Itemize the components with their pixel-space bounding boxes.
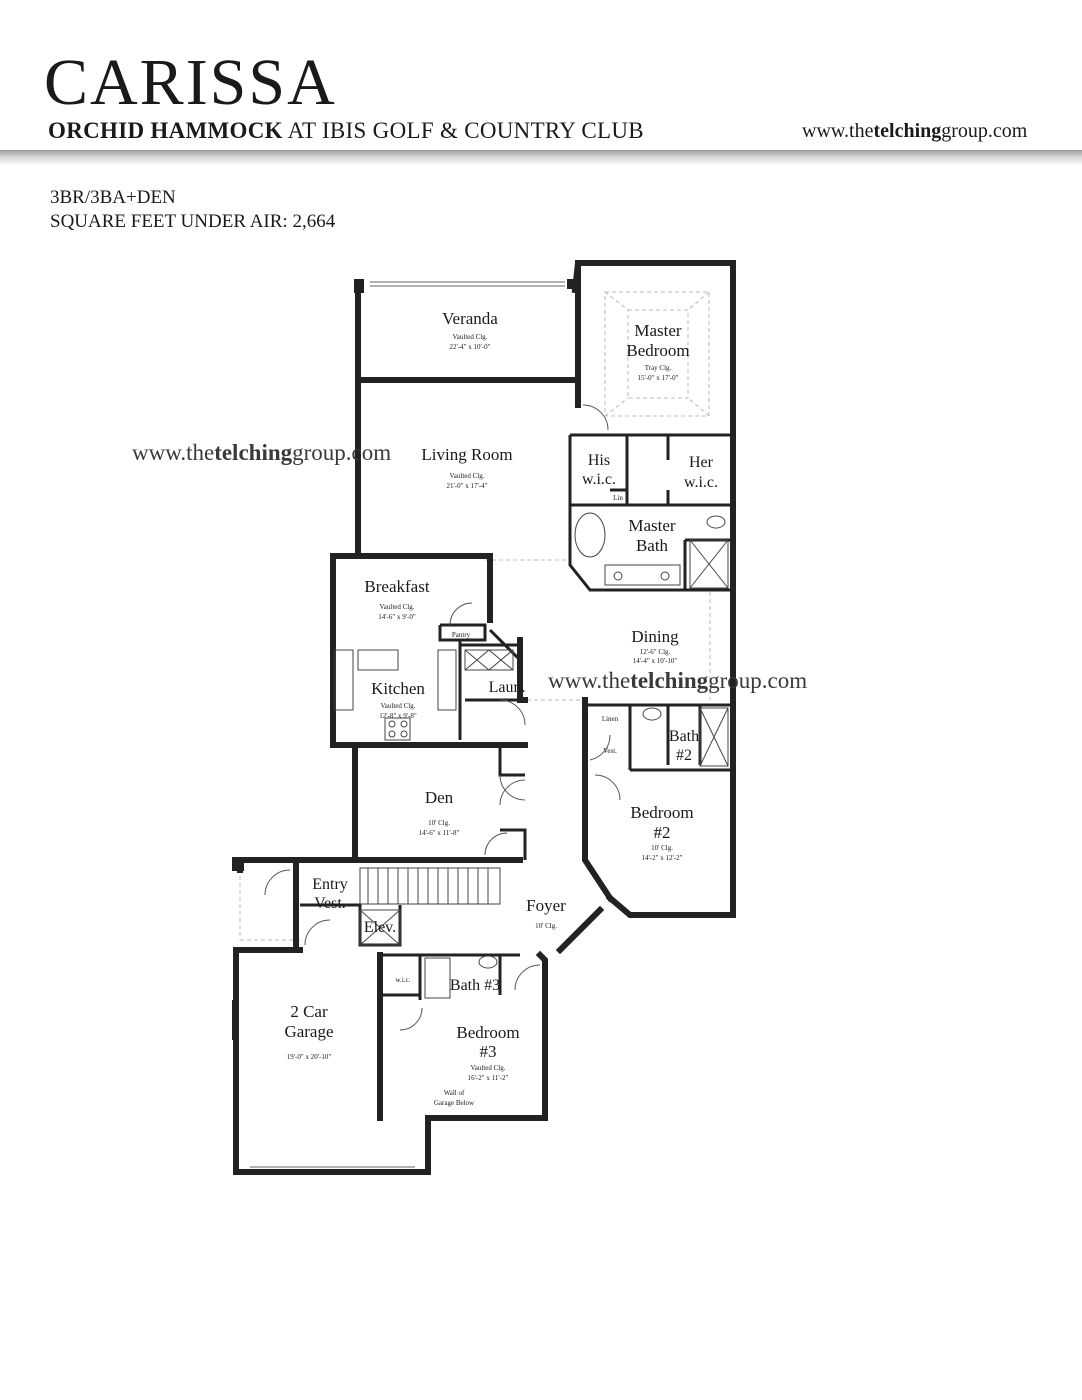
master-bath-label-1: Master [628, 516, 676, 535]
kitchen-ceiling: Vaulted Clg. [381, 702, 416, 710]
community-name: ORCHID HAMMOCK [48, 118, 283, 143]
den-ceiling: 10' Clg. [428, 819, 450, 827]
site-prefix: www.the [802, 120, 874, 142]
garage-size: 19'-0" x 20'-10" [287, 1053, 332, 1061]
garage-label-2: Garage [284, 1022, 333, 1041]
bath2-label-2: #2 [676, 747, 692, 764]
veranda-ceiling: Vaulted Clg. [453, 333, 488, 341]
site-suffix: group.com [941, 120, 1028, 142]
room-labels: Veranda Vaulted Clg. 22'-4" x 10'-0" Mas… [284, 309, 718, 1107]
bedroom3-size: 16'-2" x 11'-2" [468, 1074, 509, 1082]
her-wic-label-1: Her [689, 454, 714, 471]
foyer-label: Foyer [526, 896, 566, 915]
bedroom3-note-1: Wall of [444, 1089, 465, 1097]
pantry-label: Pantry [452, 631, 471, 639]
header-divider [0, 150, 1082, 166]
dashed-lines [239, 291, 711, 941]
bath2-label-1: Bath [669, 728, 699, 745]
bedroom3-note-2: Garage Below [434, 1099, 475, 1107]
master-bath-label-2: Bath [636, 536, 669, 555]
fixtures [334, 512, 729, 999]
living-room-size: 21'-0" x 17'-4" [447, 482, 488, 490]
foyer-ceiling: 10' Clg. [535, 922, 557, 930]
exterior-walls [233, 260, 736, 1175]
bedroom2-label-2: #2 [654, 823, 671, 842]
watermark-center: www.thetelchinggroup.com [548, 668, 807, 693]
plan-specs: 3BR/3BA+DEN SQUARE FEET UNDER AIR: 2,664 [50, 186, 335, 234]
veranda-size: 22'-4" x 10'-0" [450, 343, 491, 351]
site-brand: telching [873, 120, 942, 142]
beds-baths: 3BR/3BA+DEN [50, 187, 176, 208]
wic3-label: w.i.c. [396, 976, 411, 984]
watermark-center-brand: telching [630, 668, 708, 693]
watermark-left-brand: telching [214, 440, 292, 465]
bath3-label: Bath #3 [450, 977, 500, 994]
door-swings [264, 404, 621, 1031]
bedroom2-size: 14'-2" x 12'-2" [642, 854, 683, 862]
watermark-left-suffix: group.com [292, 440, 391, 465]
master-bedroom-size: 15'-0" x 17'-0" [638, 374, 679, 382]
square-feet: SQUARE FEET UNDER AIR: 2,664 [50, 211, 336, 232]
his-wic-label-1: His [588, 452, 610, 469]
breakfast-ceiling: Vaulted Clg. [380, 603, 415, 611]
den-label: Den [425, 788, 454, 807]
dining-label: Dining [631, 627, 679, 646]
master-bedroom-ceiling: Tray Clg. [645, 364, 672, 372]
veranda-label: Veranda [442, 309, 498, 328]
her-wic-label-2: w.i.c. [684, 474, 718, 491]
entry-vest-label-2: Vest. [314, 895, 346, 912]
dining-ceiling: 12'-6" Clg. [640, 648, 671, 656]
header-website: www.thetelchinggroup.com [802, 120, 1027, 143]
watermark-center-prefix: www.the [548, 668, 630, 693]
lin-label: Lin [613, 494, 623, 502]
watermark-left-prefix: www.the [132, 440, 214, 465]
breakfast-label: Breakfast [364, 577, 429, 596]
master-bedroom-label-1: Master [634, 321, 682, 340]
bedroom3-label-1: Bedroom [456, 1023, 519, 1042]
elevator-label: Elev. [364, 919, 396, 936]
watermark-center-suffix: group.com [708, 668, 807, 693]
community-location: AT IBIS GOLF & COUNTRY CLUB [282, 118, 644, 143]
laundry-label: Laun. [489, 679, 526, 696]
dining-size: 14'-4" x 10'-10" [633, 657, 678, 665]
linen-label: Linen [602, 715, 619, 723]
entry-vest-label-1: Entry [312, 876, 348, 893]
living-room-ceiling: Vaulted Clg. [450, 472, 485, 480]
den-size: 14'-6" x 11'-8" [419, 829, 460, 837]
his-wic-label-2: w.i.c. [582, 471, 616, 488]
bedroom3-ceiling: Vaulted Clg. [471, 1064, 506, 1072]
community-subtitle: ORCHID HAMMOCK AT IBIS GOLF & COUNTRY CL… [48, 118, 644, 144]
bedroom2-label-1: Bedroom [630, 803, 693, 822]
vest-label: Vest. [603, 747, 617, 755]
bedroom3-label-2: #3 [480, 1042, 497, 1061]
kitchen-label: Kitchen [371, 679, 425, 698]
bedroom2-ceiling: 10' Clg. [651, 844, 673, 852]
kitchen-size: 12'-8" x 9'-8" [379, 712, 417, 720]
plan-title: CARISSA [44, 46, 337, 119]
garage-label-1: 2 Car [290, 1002, 328, 1021]
watermark-left: www.thetelchinggroup.com [132, 440, 391, 465]
living-room-label: Living Room [421, 445, 512, 464]
breakfast-size: 14'-6" x 9'-0" [378, 613, 416, 621]
master-bedroom-label-2: Bedroom [626, 341, 689, 360]
wall-corners [232, 279, 577, 1040]
